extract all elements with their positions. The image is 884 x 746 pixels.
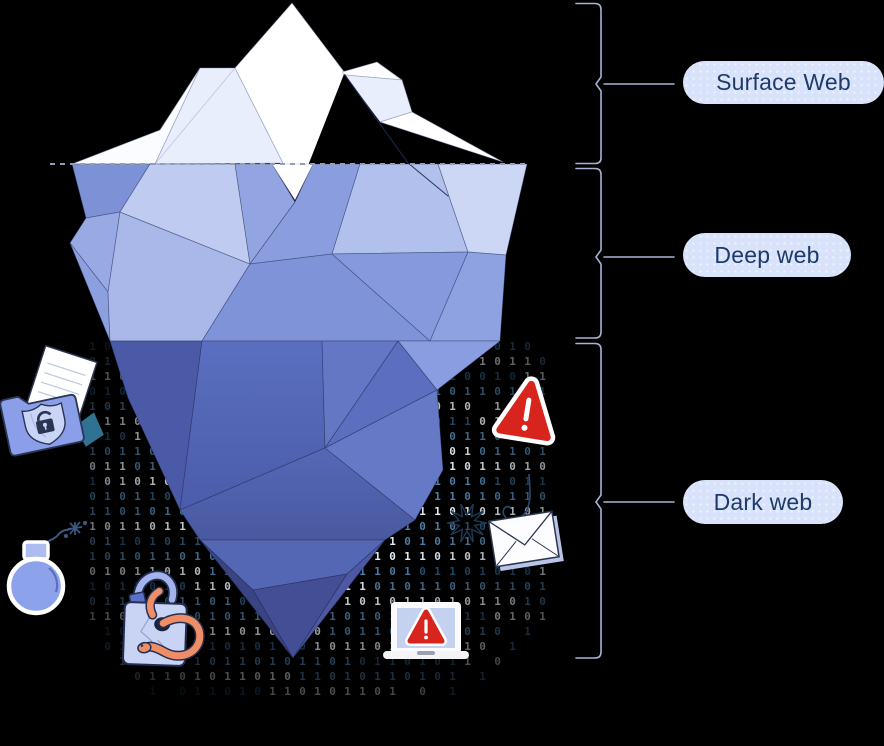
iceberg-notch xyxy=(295,74,408,199)
laptop-alert-icon xyxy=(383,602,469,659)
phishing-hook xyxy=(502,473,531,521)
bomb-body xyxy=(6,556,66,616)
iceberg-submerged-section xyxy=(69,163,528,342)
label-surface-web: Surface Web xyxy=(683,61,884,104)
lock-shackle xyxy=(36,410,52,422)
spark-star-icon xyxy=(446,503,488,543)
shackle xyxy=(134,572,177,607)
fuse-spark xyxy=(63,520,88,539)
iceberg-surface-section xyxy=(71,2,504,200)
iceberg-ridge-line xyxy=(344,74,449,197)
envelope-icon xyxy=(487,473,564,572)
secure-folder-icon xyxy=(0,344,104,457)
label-dark-web: Dark web xyxy=(683,480,843,524)
warning-triangle-icon xyxy=(491,376,556,446)
layer-brackets xyxy=(575,2,675,659)
iceberg-dark-section xyxy=(109,340,501,541)
bomb-icon xyxy=(6,520,88,616)
worm xyxy=(142,614,204,660)
iceberg-tip-section xyxy=(199,539,386,659)
label-deep-web: Deep web xyxy=(683,233,851,277)
bracket-deep-web xyxy=(575,167,602,339)
fuse xyxy=(43,528,72,546)
iceberg xyxy=(69,2,528,659)
bracket-dark-web xyxy=(575,342,602,659)
padlock-worm-icon xyxy=(122,570,205,667)
bracket-surface-web xyxy=(575,2,602,165)
